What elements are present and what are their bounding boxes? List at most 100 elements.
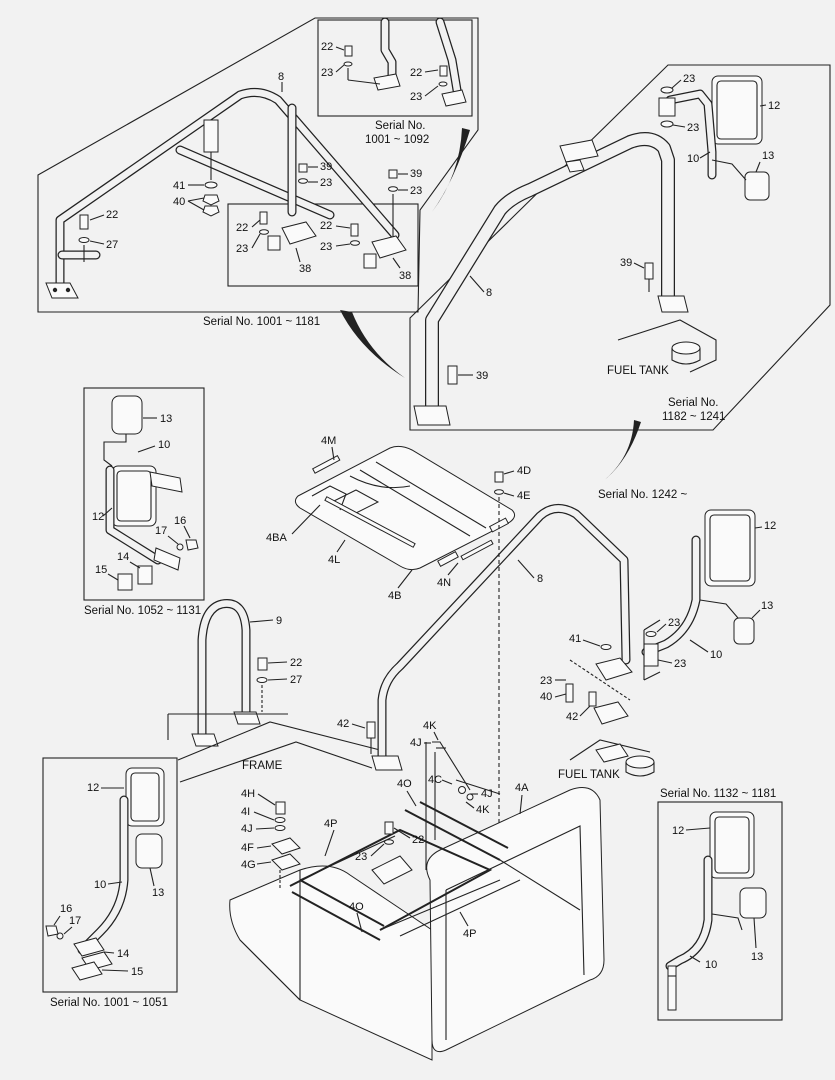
label-39: 39 [410,168,422,180]
label-4H: 4H [241,788,255,800]
label-4L: 4L [328,554,340,566]
label-13: 13 [762,150,774,162]
label-4G: 4G [241,859,256,871]
seat-cushion-4B: 4M 4BA 4L 4B 4N [266,435,516,602]
inset-serial-1001-1092 [317,19,473,117]
label-4O: 4O [349,901,364,913]
label-27: 27 [106,239,118,251]
label-14: 14 [117,551,129,563]
mirror-12 [125,767,165,827]
mirror-12 [711,75,763,145]
label-9: 9 [276,615,282,627]
inset-brackets-38 [227,203,419,287]
label-8: 8 [486,287,492,299]
label-15: 15 [95,564,107,576]
label-4P: 4P [463,928,476,940]
label-40: 40 [540,691,552,703]
label-4J: 4J [410,737,422,749]
label-22: 22 [290,657,302,669]
mirror-12 [704,509,756,587]
label-40: 40 [173,196,185,208]
caption-serial-1001-1181: Serial No. 1001 ~ 1181 [203,316,320,328]
label-23: 23 [236,243,248,255]
panel-serial-1001-1051: 12 13 10 16 17 14 15 Serial No. 1001 ~ 1… [42,757,178,1009]
panel-serial-1182-1241: 23 23 12 10 13 39 8 39 FUEL TANK Serial … [409,64,831,431]
label-23: 23 [687,122,699,134]
label-23: 23 [674,658,686,670]
caption-serial-1001-1092: Serial No. [375,120,426,132]
fuel-tank-cap [671,341,701,355]
label-10: 10 [687,153,699,165]
label-12: 12 [92,511,104,523]
label-12: 12 [672,825,684,837]
right-mirror-assembly: 12 13 23 23 10 41 23 40 42 FUEL TANK [540,509,776,781]
label-4J: 4J [481,788,493,800]
main-guard-8: 4D 4E 8 42 [337,465,631,880]
label-15: 15 [131,966,143,978]
label-4C: 4C [428,774,442,786]
label-8: 8 [278,71,284,83]
label-13: 13 [761,600,773,612]
label-4N: 4N [437,577,451,589]
caption-frame: FRAME [242,760,283,772]
label-4B: 4B [388,590,401,602]
label-13: 13 [751,951,763,963]
label-16: 16 [174,515,186,527]
label-10: 10 [710,649,722,661]
label-4K: 4K [423,720,437,732]
label-4M: 4M [321,435,336,447]
mirror-12 [709,811,755,879]
label-17: 17 [69,915,81,927]
label-10: 10 [158,439,170,451]
label-23: 23 [683,73,695,85]
label-23: 23 [321,67,333,79]
mirror-13 [111,395,143,435]
mirror-13 [739,887,767,919]
label-13: 13 [160,413,172,425]
label-23: 23 [410,185,422,197]
panel-serial-1132-1181: 12 13 10 Serial No. 1132 ~ 1181 [657,788,783,1021]
handrail-9-assembly: 9 22 27 FRAME [167,599,381,783]
label-13: 13 [152,887,164,899]
caption-serial-1182-1241-range: 1182 ~ 1241 [662,411,725,423]
bolt-39 [644,262,654,280]
label-4BA: 4BA [266,532,287,544]
label-16: 16 [60,903,72,915]
label-4J: 4J [241,823,253,835]
label-22: 22 [321,41,333,53]
label-39: 39 [320,161,332,173]
caption-serial-1182-1241: Serial No. [668,397,719,409]
label-4I: 4I [241,806,250,818]
mirror-13 [733,617,755,645]
label-22: 22 [106,209,118,221]
caption-serial-1001-1092-range: 1001 ~ 1092 [365,134,429,146]
seat-base-4A: 4K 4J 4C 4J 4K 4O 4A 4H 4I 4J 4F 4G 4P 2… [229,720,605,1061]
label-14: 14 [117,948,129,960]
label-42: 42 [337,718,349,730]
label-23: 23 [320,177,332,189]
label-12: 12 [87,782,99,794]
arrow-curve-a [432,128,470,212]
label-27: 27 [290,674,302,686]
label-23: 23 [320,241,332,253]
label-10: 10 [705,959,717,971]
label-23: 23 [410,91,422,103]
label-4O: 4O [397,778,412,790]
caption-serial-1052-1131: Serial No. 1052 ~ 1131 [84,605,201,617]
panel-serial-1052-1131: 13 10 12 17 16 14 15 Serial No. 1052 ~ 1… [83,387,205,617]
mirror-13 [135,833,163,869]
bolt-39 [447,365,458,385]
caption-serial-1001-1051: Serial No. 1001 ~ 1051 [50,997,168,1009]
label-12: 12 [764,520,776,532]
label-22: 22 [320,220,332,232]
label-22: 22 [412,834,424,846]
label-41: 41 [173,180,185,192]
label-38: 38 [399,270,411,282]
caption-serial-1132-1181: Serial No. 1132 ~ 1181 [660,788,776,800]
label-12: 12 [768,100,780,112]
label-10: 10 [94,879,106,891]
label-38: 38 [299,263,311,275]
label-17: 17 [155,525,167,537]
